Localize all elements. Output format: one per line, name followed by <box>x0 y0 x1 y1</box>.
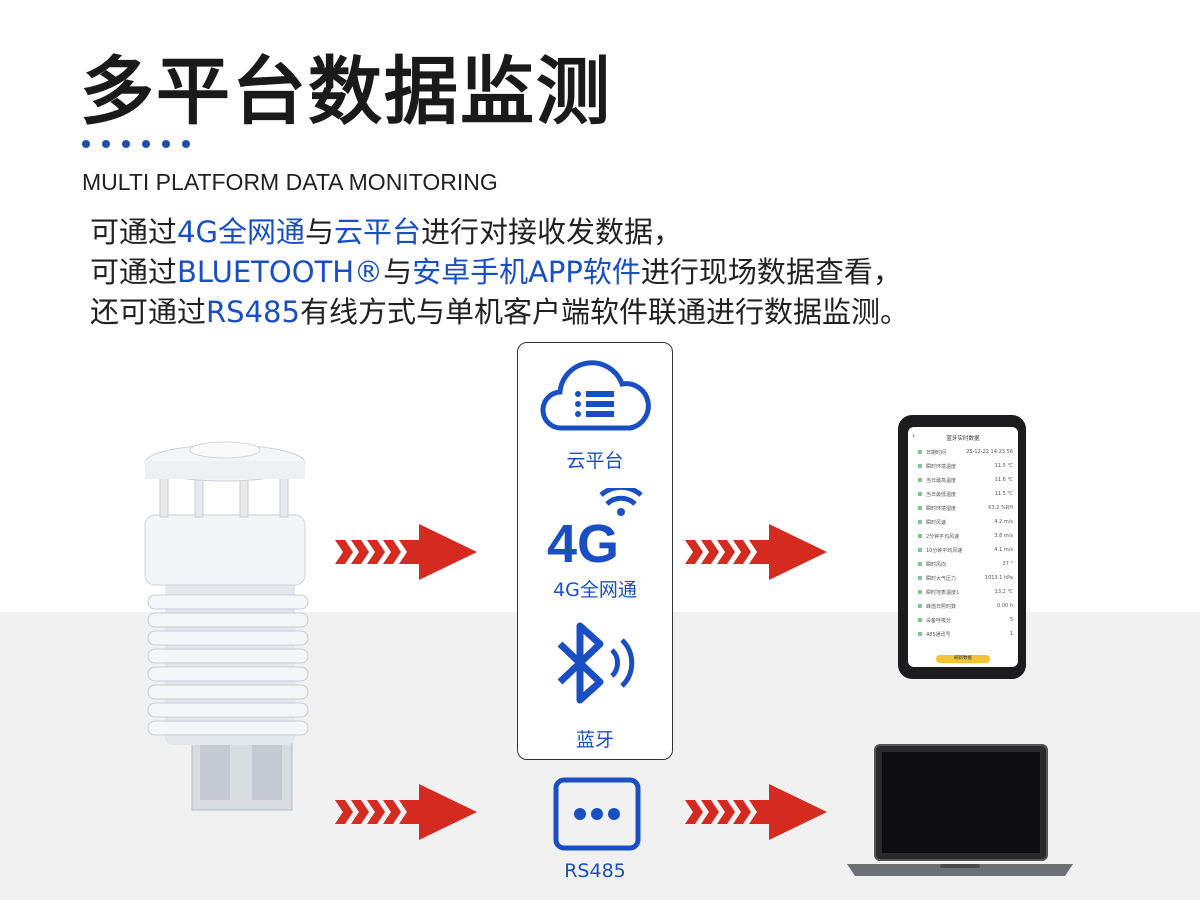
cloud-icon <box>540 360 651 431</box>
row-label: 瞬时风向 <box>918 561 946 568</box>
row-value: 1013.1 hPa <box>984 575 1013 581</box>
text-segment: 还可通过 <box>90 295 207 329</box>
text-segment: 可通过 <box>90 215 178 249</box>
row-value: 3.8 m/s <box>994 533 1013 539</box>
row-label: 当日最低温度 <box>918 491 956 498</box>
4g-signal-icon: 4G <box>547 488 643 568</box>
data-row: 当日最高温度 11.6 ℃ <box>908 473 1018 487</box>
decorative-dots <box>82 140 190 148</box>
data-row: 瞬时地表温度1 13.2 ℃ <box>908 585 1018 599</box>
description-line-2: 可通过BLUETOOTH®与安卓手机APP软件进行现场数据查看， <box>90 252 909 292</box>
row-value: 11.5 ℃ <box>994 491 1013 497</box>
row-value: 4.2 m/s <box>994 519 1013 525</box>
arrow-wireless-to-phone <box>685 524 827 580</box>
data-row: 峰值日照时数 0.00 h <box>908 599 1018 613</box>
laptop-image <box>847 744 1073 876</box>
row-value: 37 ° <box>1002 561 1013 567</box>
data-row: 日期时间 25-12-22 14:23:56 <box>908 445 1018 459</box>
refresh-button[interactable]: 刷新数据 <box>936 655 990 663</box>
rs485-port-icon <box>553 777 641 851</box>
row-label: 485通讯号 <box>918 631 951 638</box>
bluetooth-icon <box>557 622 635 704</box>
bluetooth-label: 蓝牙 <box>575 729 614 751</box>
data-row: 瞬时风向 37 ° <box>908 557 1018 571</box>
highlight-text: 安卓手机APP软件 <box>412 255 641 289</box>
text-segment: 进行现场数据查看， <box>640 255 902 289</box>
4g-label: 4G全网通 <box>553 579 637 601</box>
data-row: 瞬时风速 4.2 m/s <box>908 515 1018 529</box>
page-subtitle: MULTI PLATFORM DATA MONITORING <box>82 169 498 195</box>
highlight-text: RS485 <box>206 295 300 329</box>
arrow-sensor-to-wireless <box>335 524 477 580</box>
text-segment: 有线方式与单机客户端软件联通进行数据监测。 <box>299 295 909 329</box>
rs485-label: RS485 <box>564 860 626 882</box>
row-value: 11.5 ℃ <box>994 463 1013 469</box>
text-segment: 与 <box>304 215 334 249</box>
row-label: 峰值日照时数 <box>918 603 956 610</box>
description: 可通过4G全网通与云平台进行对接收发数据， 可通过BLUETOOTH®与安卓手机… <box>90 212 909 332</box>
row-label: 设备呼吸分 <box>918 617 951 624</box>
row-value: 63.2 %RH <box>988 505 1013 511</box>
highlight-text: BLUETOOTH® <box>177 255 384 289</box>
row-label: 10分钟平均风速 <box>918 547 962 554</box>
text-segment: 可通过 <box>90 255 178 289</box>
description-line-1: 可通过4G全网通与云平台进行对接收发数据， <box>90 212 909 252</box>
data-row: 设备呼吸分 5 <box>908 613 1018 627</box>
phone-app-screen: ‹ 蓝牙实时数据 日期时间 25-12-22 14:23:56 瞬时环境温度 11.5… <box>908 427 1018 667</box>
text-segment: 进行对接收发数据， <box>420 215 682 249</box>
row-value: 1 <box>1009 631 1013 637</box>
row-value: 4.1 m/s <box>994 547 1013 553</box>
weather-sensor-image <box>144 441 309 811</box>
row-label: 2分钟平均风速 <box>918 533 959 540</box>
data-row: 瞬时大气压力 1013.1 hPa <box>908 571 1018 585</box>
row-value: 13.2 ℃ <box>994 589 1013 595</box>
data-row: 当日最低温度 11.5 ℃ <box>908 487 1018 501</box>
cloud-platform-label: 云平台 <box>566 450 624 472</box>
data-row: 485通讯号 1 <box>908 627 1018 641</box>
row-label: 瞬时环境湿度 <box>918 505 956 512</box>
text-segment: 与 <box>383 255 413 289</box>
row-value: 5 <box>1009 617 1013 623</box>
row-label: 瞬时环境温度 <box>918 463 956 470</box>
row-value: 11.6 ℃ <box>994 477 1013 483</box>
data-row: 2分钟平均风速 3.8 m/s <box>908 529 1018 543</box>
arrow-sensor-to-rs485 <box>335 784 477 840</box>
row-label: 瞬时大气压力 <box>918 575 956 582</box>
app-title: 蓝牙实时数据 <box>946 436 980 442</box>
page-title: 多平台数据监测 <box>80 49 612 135</box>
row-label: 日期时间 <box>918 449 946 456</box>
arrow-rs485-to-laptop <box>685 784 827 840</box>
data-row: 10分钟平均风速 4.1 m/s <box>908 543 1018 557</box>
data-row: 瞬时环境温度 11.5 ℃ <box>908 459 1018 473</box>
row-label: 瞬时地表温度1 <box>918 589 959 596</box>
row-value: 25-12-22 14:23:56 <box>966 449 1013 455</box>
description-line-3: 还可通过RS485有线方式与单机客户端软件联通进行数据监测。 <box>90 292 909 332</box>
row-label: 当日最高温度 <box>918 477 956 484</box>
back-icon[interactable]: ‹ <box>912 431 916 440</box>
row-label: 瞬时风速 <box>918 519 946 526</box>
4g-icon-text: 4G <box>547 514 619 568</box>
highlight-text: 云平台 <box>333 215 421 249</box>
highlight-text: 4G全网通 <box>177 215 305 249</box>
data-row: 瞬时环境湿度 63.2 %RH <box>908 501 1018 515</box>
row-value: 0.00 h <box>997 603 1013 609</box>
